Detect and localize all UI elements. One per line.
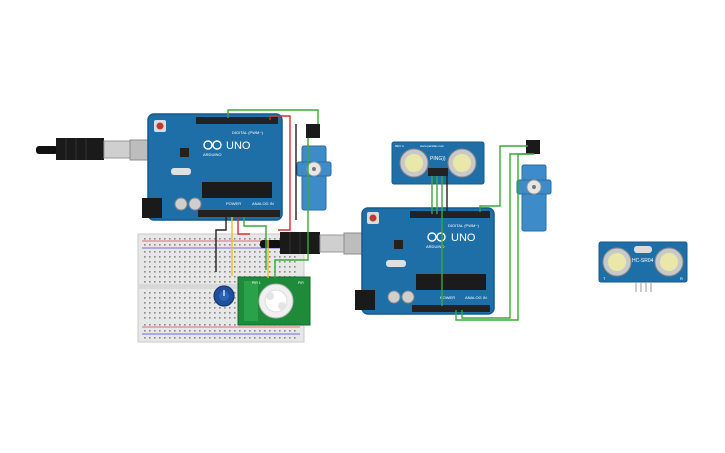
wire-green-left-power	[274, 138, 309, 278]
board-brand-left: ARDUINO	[203, 152, 221, 157]
board-model-right: UNO	[451, 232, 476, 244]
ultrasonic-sensor-hc-sr04[interactable]: HC-SR04 T R	[598, 241, 688, 292]
ultrasonic-sensor-ping[interactable]: PING)) www.parallax.com REV A	[391, 141, 485, 185]
power-jack-right	[355, 290, 375, 310]
wire-red-breadboard	[237, 217, 250, 235]
ping-rev: REV A	[395, 144, 404, 148]
analog-label-left: ANALOG IN	[252, 201, 274, 206]
power-jack-left	[142, 198, 162, 218]
atmega-chip-left	[202, 182, 272, 198]
hc-sr04-pin-left: T	[603, 276, 606, 281]
wire-green-right-servo-2	[461, 153, 530, 319]
power-label-right: POWER	[440, 295, 455, 300]
hc-sr04-pin-right: R	[680, 276, 683, 281]
wire-red-left-servo	[269, 115, 291, 231]
atmega-chip-right	[416, 274, 486, 290]
pir-label-left: PIR 1	[252, 281, 261, 285]
ping-site: www.parallax.com	[420, 144, 445, 148]
wire-green-right-servo-1	[479, 145, 528, 212]
board-brand-right: ARDUINO	[426, 244, 444, 249]
wire-green-left-servo	[227, 109, 319, 124]
servo-left[interactable]	[296, 124, 332, 211]
wire-black-breadboard-1	[215, 217, 227, 272]
board-model-left: UNO	[226, 140, 251, 152]
arduino-logo-right	[427, 232, 446, 242]
digital-label-left: DIGITAL (PWM~)	[232, 130, 264, 135]
servo-right[interactable]	[516, 140, 552, 232]
digital-label-right: DIGITAL (PWM~)	[448, 223, 480, 228]
wire-green-right-servo-3	[455, 153, 534, 321]
analog-label-right: ANALOG IN	[465, 295, 487, 300]
pir-label-right: PIR	[298, 281, 304, 285]
arduino-logo-left	[203, 140, 222, 150]
arduino-uno-right[interactable]: UNO ARDUINO DIGITAL (PWM~) POWER ANALOG …	[355, 207, 495, 315]
wires	[215, 109, 534, 321]
usb-cable-left[interactable]	[36, 138, 161, 161]
potentiometer[interactable]	[213, 285, 235, 307]
hc-sr04-title: HC-SR04	[632, 258, 654, 264]
ping-title: PING))	[430, 156, 446, 162]
wire-green-breadboard	[243, 217, 267, 270]
pir-sensor[interactable]: PIR 1 PIR	[237, 276, 311, 326]
power-label-left: POWER	[226, 201, 241, 206]
arduino-uno-left[interactable]: UNO ARDUINO DIGITAL (PWM~) POWER ANALOG …	[142, 113, 283, 221]
